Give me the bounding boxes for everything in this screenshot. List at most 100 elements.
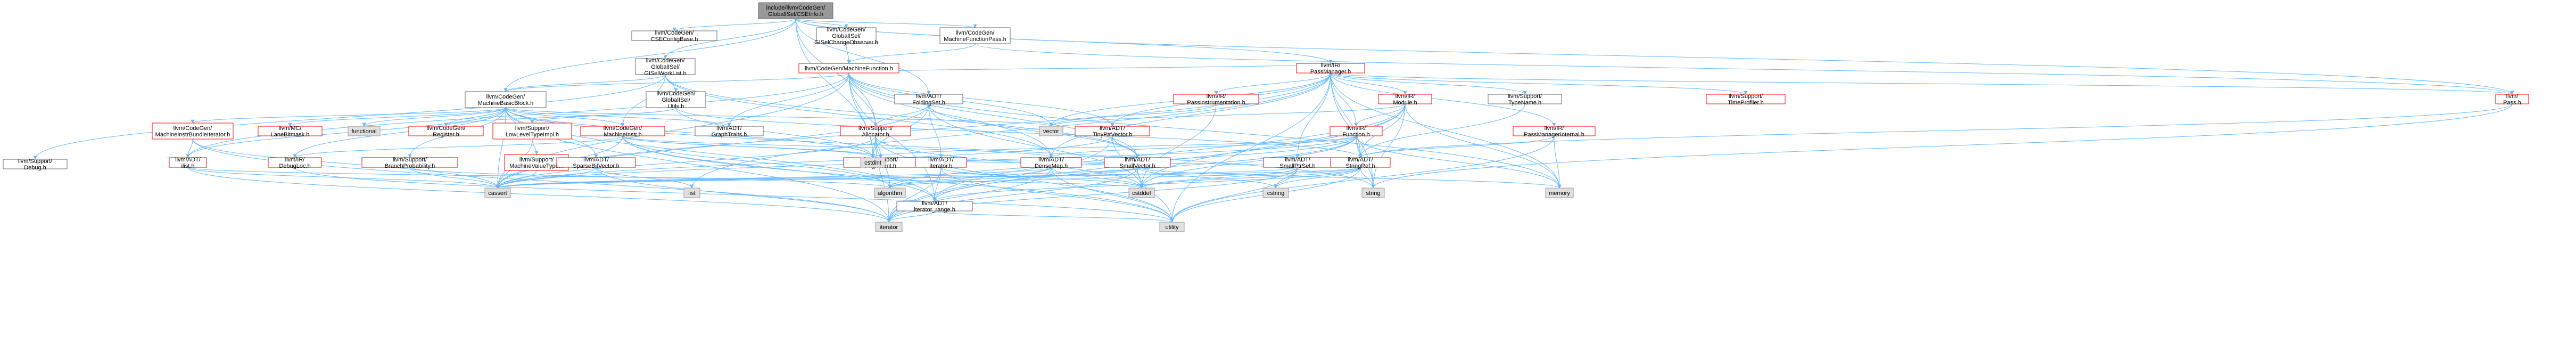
graph-node-utility[interactable]: utility: [1159, 222, 1185, 232]
graph-node-mbb[interactable]: llvm/CodeGen/MachineBasicBlock.h: [465, 91, 547, 108]
graph-node-lowlevel[interactable]: llvm/Support/LowLevelTypeImpl.h: [492, 123, 572, 140]
graph-node-typename[interactable]: llvm/Support/TypeName.h: [1488, 93, 1562, 106]
graph-node-passinstr[interactable]: llvm/IR/PassInstrumentation.h: [1173, 93, 1259, 106]
dependency-edge: [187, 167, 891, 223]
node-label: utility: [1165, 224, 1179, 231]
graph-node-debugloc[interactable]: llvm/IR/DebugLoc.h: [268, 157, 322, 169]
graph-node-allocator[interactable]: llvm/Support/Allocator.h: [840, 125, 911, 138]
graph-node-pass[interactable]: llvm/Pass.h: [2495, 93, 2529, 106]
graph-node-gwl[interactable]: llvm/CodeGen/GlobalISel/GISelWorkList.h: [635, 58, 696, 77]
graph-node-minstr[interactable]: llvm/CodeGen/MachineInstr.h: [580, 125, 665, 138]
node-label: llvm/CodeGen/MachineBasicBlock.h: [478, 94, 534, 107]
graph-node-iterator[interactable]: llvm/ADT/iterator.h: [915, 157, 967, 169]
graph-node-graphtraits[interactable]: llvm/ADT/GraphTraits.h: [695, 125, 764, 138]
graph-node-cassert[interactable]: cassert: [484, 188, 511, 198]
graph-node-root[interactable]: include/llvm/CodeGen/GlobalISel/CSEInfo.…: [758, 2, 833, 19]
node-label: include/llvm/CodeGen/GlobalISel/CSEInfo.…: [766, 5, 826, 18]
node-box: [1488, 94, 1562, 104]
node-box: [152, 123, 234, 140]
dependency-edge: [33, 74, 666, 160]
graph-node-algorithm[interactable]: algorithm: [874, 188, 906, 198]
node-label: llvm/ADT/SmallPtrSet.h: [1279, 157, 1315, 169]
dependency-edge: [848, 63, 1332, 74]
node-label: llvm/MC/LaneBitmask.h: [271, 125, 310, 138]
node-box: [492, 123, 572, 140]
dependency-edge: [848, 72, 1562, 189]
node-label: cassert: [488, 190, 507, 197]
graph-node-smallptrset[interactable]: llvm/ADT/SmallPtrSet.h: [1263, 157, 1332, 169]
node-box: [939, 27, 1011, 44]
graph-node-gisutils[interactable]: llvm/CodeGen/GlobalISel/Utils.h: [646, 91, 706, 110]
graph-node-irfunction[interactable]: llvm/IR/Function.h: [1330, 125, 1383, 138]
dependency-edge: [1051, 167, 1174, 223]
graph-node-stringref[interactable]: llvm/ADT/StringRef.h: [1330, 157, 1391, 169]
node-label: llvm/CodeGen/Register.h: [427, 125, 466, 138]
dependency-edge: [496, 135, 1113, 189]
graph-node-memory[interactable]: memory: [1545, 188, 1574, 198]
dependency-edge: [934, 210, 1174, 223]
graph-node-ilist[interactable]: llvm/ADT/ilist.h: [169, 157, 207, 169]
dependency-edge: [503, 74, 666, 92]
graph-node-pmi[interactable]: llvm/IR/PassManagerInternal.h: [1513, 125, 1596, 138]
node-box: [408, 126, 484, 136]
node-box: [683, 188, 700, 198]
node-label: llvm/IR/PassManagerInternal.h: [1524, 125, 1584, 138]
dependency-edge: [192, 139, 500, 189]
graph-node-lanebit[interactable]: llvm/MC/LaneBitmask.h: [258, 125, 323, 138]
graph-node-mibi[interactable]: llvm/CodeGen/MachineInstrBundleIterator.…: [152, 123, 234, 140]
dependency-edge: [1274, 167, 1361, 189]
graph-node-densemap[interactable]: llvm/ADT/DenseMap.h: [1020, 157, 1082, 169]
dependency-edge: [888, 167, 1361, 189]
dependency-edge: [871, 135, 1357, 158]
dependency-edge: [596, 167, 891, 223]
node-box: [1378, 94, 1432, 104]
graph-node-iterrange[interactable]: llvm/ADT/iterator_range.h: [896, 200, 973, 213]
graph-node-iterator_sys[interactable]: iterator: [875, 222, 903, 232]
dependency-edge: [1330, 72, 1527, 95]
dependency-edge: [1405, 103, 1562, 189]
dependency-edge: [928, 103, 1140, 158]
dependency-edge: [887, 167, 942, 223]
dependency-edge: [187, 167, 500, 189]
dependency-edge: [887, 167, 1298, 223]
node-label: llvm/CodeGen/GlobalISel/Utils.h: [657, 91, 696, 110]
dependency-edge: [665, 74, 1140, 158]
graph-node-debug[interactable]: llvm/Support/Debug.h: [3, 158, 68, 171]
graph-node-csecfg[interactable]: llvm/CodeGen/CSEConfigBase.h: [631, 30, 717, 43]
graph-node-pm[interactable]: llvm/IR/PassManager.h: [1296, 62, 1365, 75]
dependency-edge: [293, 135, 623, 158]
graph-node-folding[interactable]: llvm/ADT/FoldingSet.h: [894, 93, 963, 106]
graph-node-register[interactable]: llvm/CodeGen/Register.h: [408, 125, 484, 138]
node-layer: include/llvm/CodeGen/GlobalISel/CSEInfo.…: [3, 2, 2529, 232]
graph-node-functional[interactable]: functional: [348, 126, 381, 136]
graph-node-irmodule[interactable]: llvm/IR/Module.h: [1378, 93, 1432, 106]
dependency-edge: [187, 167, 1143, 189]
dependency-edge: [932, 103, 1406, 202]
node-label: cstddef: [1132, 190, 1151, 197]
node-label: llvm/Support/MachineValueType.h: [509, 157, 564, 169]
dependency-edge: [928, 103, 1144, 189]
dependency-edge: [727, 72, 849, 127]
graph-node-list[interactable]: list: [683, 188, 700, 198]
graph-node-vector[interactable]: vector: [1039, 126, 1063, 136]
node-label: llvm/ADT/FoldingSet.h: [912, 93, 945, 106]
dependency-edge: [192, 139, 891, 223]
dependency-edge: [186, 139, 193, 158]
graph-node-sparsebit[interactable]: llvm/ADT/SparseBitVector.h: [556, 157, 636, 169]
graph-node-cstring[interactable]: cstring: [1262, 188, 1289, 198]
graph-node-branchprob[interactable]: llvm/Support/BranchProbability.h: [361, 157, 458, 169]
graph-node-mf[interactable]: llvm/CodeGen/MachineFunction.h: [798, 63, 899, 74]
graph-node-timeprof[interactable]: llvm/Support/TimeProfiler.h: [1706, 93, 1786, 106]
node-label: llvm/CodeGen/MachineInstrBundleIterator.…: [155, 125, 230, 138]
dependency-edge: [622, 135, 875, 158]
dependency-edge: [1554, 135, 1562, 189]
graph-node-mfp[interactable]: llvm/CodeGen/MachineFunctionPass.h: [939, 27, 1011, 44]
graph-node-tinyptr[interactable]: llvm/ADT/TinyPtrVector.h: [1075, 125, 1150, 138]
graph-node-gisco[interactable]: llvm/CodeGen/GlobalISel/GISelChangeObser…: [814, 27, 878, 46]
node-label: llvm/ADT/StringRef.h: [1345, 157, 1375, 169]
dependency-edge: [409, 167, 892, 189]
graph-node-string[interactable]: string: [1361, 188, 1385, 198]
graph-node-cstdint[interactable]: cstdint: [860, 157, 886, 168]
graph-node-smallvector[interactable]: llvm/ADT/SmallVector.h: [1104, 157, 1171, 169]
graph-node-cstddef[interactable]: cstddef: [1128, 188, 1155, 198]
